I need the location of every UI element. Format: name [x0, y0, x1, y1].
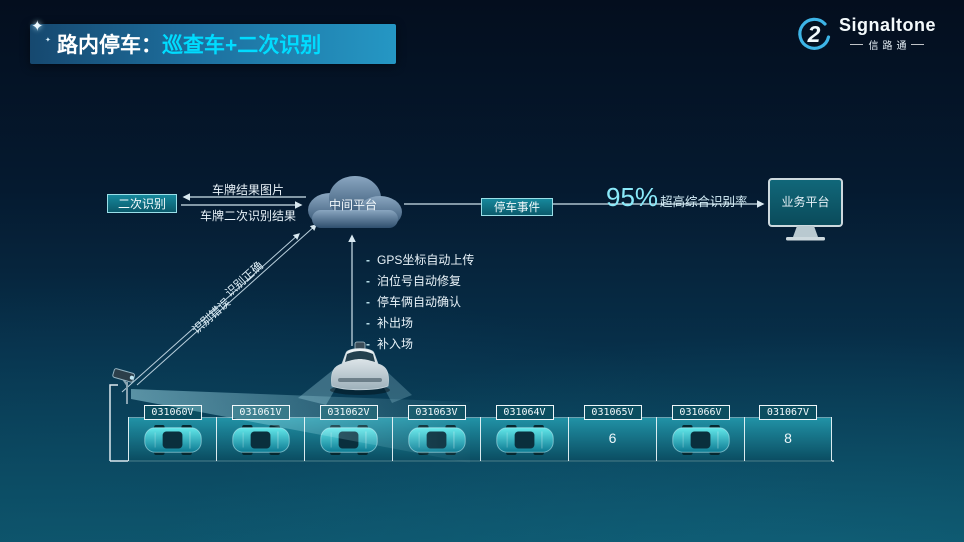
monitor-icon [768, 178, 843, 241]
business-platform-label: 业务平台 [781, 195, 830, 209]
logo-subtitle-line [911, 44, 925, 45]
recognition-rate: 95% 超高综合识别率 [606, 182, 748, 213]
axis-bracket [109, 384, 118, 461]
secondary-recognition-box: 二次识别 [107, 194, 177, 213]
svg-text:2: 2 [807, 21, 821, 47]
parking-spot: 031066V [656, 405, 744, 461]
feature-list: GPS坐标自动上传泊位号自动修复停车俩自动确认补出场补入场 [366, 249, 474, 354]
plate-image-arrow-label: 车牌结果图片 [211, 183, 284, 197]
logo-subtitle-line [850, 44, 864, 45]
page-title: 路内停车： [57, 34, 162, 57]
sparkle-icon: ✦ [31, 18, 44, 35]
logo-brand: Signaltone [838, 15, 936, 35]
spot-number: 6 [608, 430, 617, 446]
feature-item: 补出场 [366, 312, 474, 333]
rate-label: 超高综合识别率 [660, 195, 748, 209]
feature-item: 补入场 [366, 333, 474, 354]
parking-spot: 031064V [480, 405, 568, 461]
sparkle-small-icon: ✦ [45, 37, 51, 44]
feature-item: GPS坐标自动上传 [366, 249, 474, 270]
plate-label: 031064V [495, 405, 554, 420]
logo-mark-icon: 2 [798, 17, 831, 50]
plate-label: 031065V [583, 405, 642, 420]
logo-subtitle-text: 信路通 [868, 41, 911, 52]
feature-item: 泊位号自动修复 [366, 270, 474, 291]
rate-value: 95% [606, 182, 659, 212]
spot-number: 8 [784, 430, 792, 446]
plate-label: 031067V [759, 405, 817, 420]
cloud-label: 中间平台 [328, 198, 377, 212]
parking-spot: 031067V 8 [744, 405, 832, 461]
title-banner: 路内停车： 巡查车+二次识别 [30, 24, 396, 64]
logo: 2 Signaltone 信路通 [794, 15, 936, 53]
cloud-icon [308, 176, 402, 228]
page-title-highlight: 巡查车+二次识别 [162, 34, 322, 57]
feature-item: 停车俩自动确认 [366, 291, 474, 312]
plate-label: 031066V [671, 405, 730, 420]
logo-subtitle: 信路通 [839, 37, 936, 52]
parking-spot: 031065V 6 [568, 405, 656, 461]
logo-text: Signaltone 信路通 [839, 16, 936, 52]
parking-event-box: 停车事件 [481, 198, 553, 216]
plate-result-arrow-label: 车牌二次识别结果 [199, 209, 296, 223]
camera-icon [112, 368, 136, 404]
